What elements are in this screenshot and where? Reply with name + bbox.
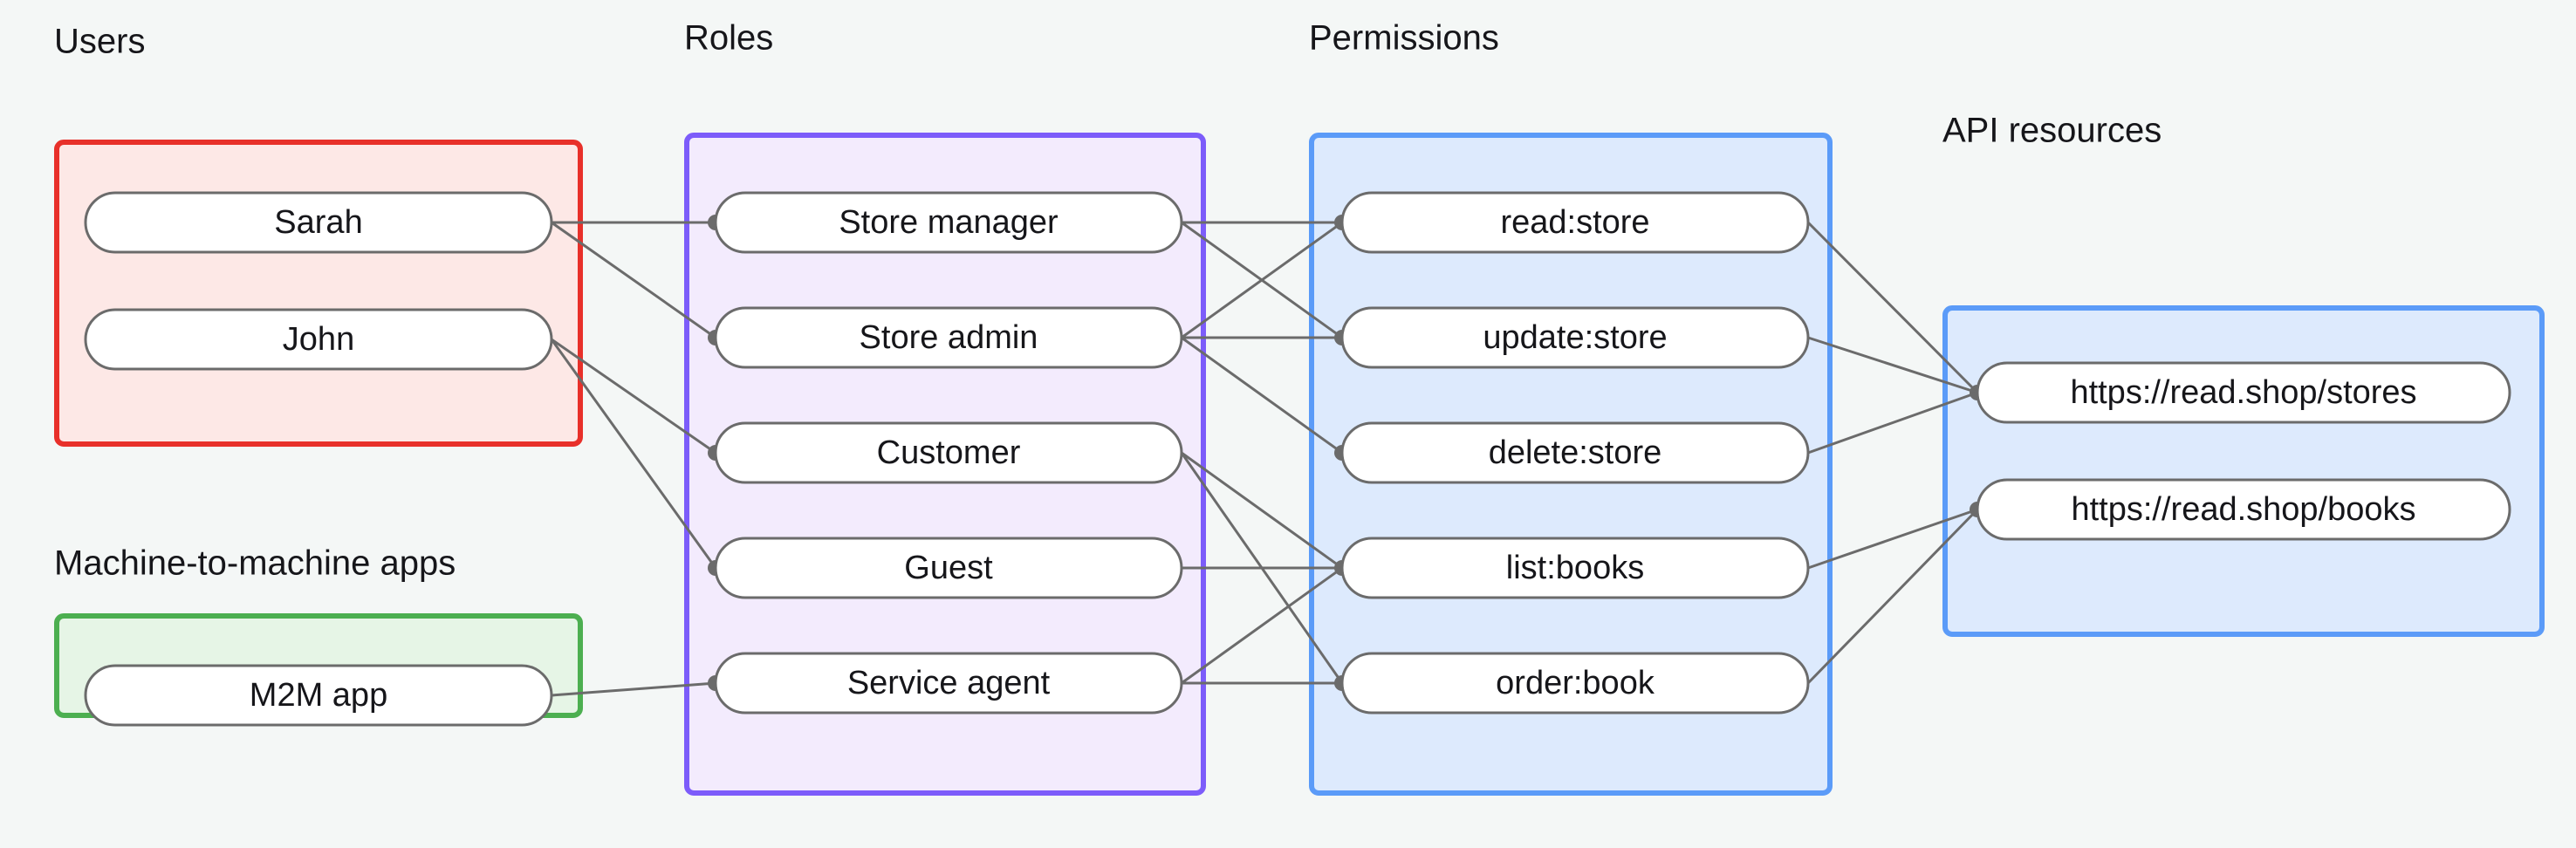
group-title-permissions: Permissions xyxy=(1309,19,1499,58)
edge-john-to-guest xyxy=(550,339,717,569)
edge-john-to-customer xyxy=(551,338,716,455)
node-read-store[interactable] xyxy=(1340,191,1810,254)
edge-m2m-app-to-service-agent xyxy=(551,681,716,697)
node-label-sarah: Sarah xyxy=(274,204,362,241)
edge-order-book-to-res-books xyxy=(1806,508,1979,685)
edge-store-admin-to-delete-store xyxy=(1181,336,1343,455)
node-label-update-store: update:store xyxy=(1483,319,1667,356)
node-label-john: John xyxy=(283,321,354,358)
group-title-users: Users xyxy=(54,23,145,61)
edge-list-books-to-res-books xyxy=(1807,508,1978,570)
edge-read-store-to-res-stores xyxy=(1806,221,1979,394)
node-m2m-app[interactable] xyxy=(84,664,553,727)
node-label-guest: Guest xyxy=(904,550,993,586)
node-res-stores[interactable] xyxy=(1976,361,2511,424)
node-service-agent[interactable] xyxy=(714,652,1183,715)
node-delete-store[interactable] xyxy=(1340,421,1810,484)
edge-delete-store-to-res-stores xyxy=(1807,391,1978,455)
edge-customer-to-list-books xyxy=(1181,451,1343,570)
node-order-book[interactable] xyxy=(1340,652,1810,715)
node-res-books[interactable] xyxy=(1976,478,2511,541)
group-title-roles: Roles xyxy=(684,19,773,58)
group-title-api: API resources xyxy=(1942,112,2162,150)
group-title-m2m: Machine-to-machine apps xyxy=(54,544,456,583)
node-label-list-books: list:books xyxy=(1506,550,1644,586)
group-box-users xyxy=(54,140,583,447)
node-store-admin[interactable] xyxy=(714,306,1183,369)
node-store-manager[interactable] xyxy=(714,191,1183,254)
edge-sarah-to-store-admin xyxy=(551,221,716,339)
node-update-store[interactable] xyxy=(1340,306,1810,369)
node-label-delete-store: delete:store xyxy=(1489,434,1662,471)
node-label-service-agent: Service agent xyxy=(847,665,1051,701)
node-guest[interactable] xyxy=(714,537,1183,599)
group-box-api xyxy=(1942,305,2545,637)
edge-store-admin-to-read-store xyxy=(1181,221,1343,339)
node-label-store-manager: Store manager xyxy=(839,204,1058,241)
edge-service-agent-to-list-books xyxy=(1181,566,1343,685)
node-sarah[interactable] xyxy=(84,191,553,254)
node-label-read-store: read:store xyxy=(1500,204,1649,241)
node-label-store-admin: Store admin xyxy=(860,319,1038,356)
node-label-res-stores: https://read.shop/stores xyxy=(2070,374,2416,411)
edge-update-store-to-res-stores xyxy=(1807,336,1978,394)
node-label-order-book: order:book xyxy=(1496,665,1655,701)
node-label-customer: Customer xyxy=(877,434,1021,471)
node-label-m2m-app: M2M app xyxy=(250,677,387,714)
node-customer[interactable] xyxy=(714,421,1183,484)
node-list-books[interactable] xyxy=(1340,537,1810,599)
node-john[interactable] xyxy=(84,308,553,371)
node-label-res-books: https://read.shop/books xyxy=(2071,491,2415,528)
